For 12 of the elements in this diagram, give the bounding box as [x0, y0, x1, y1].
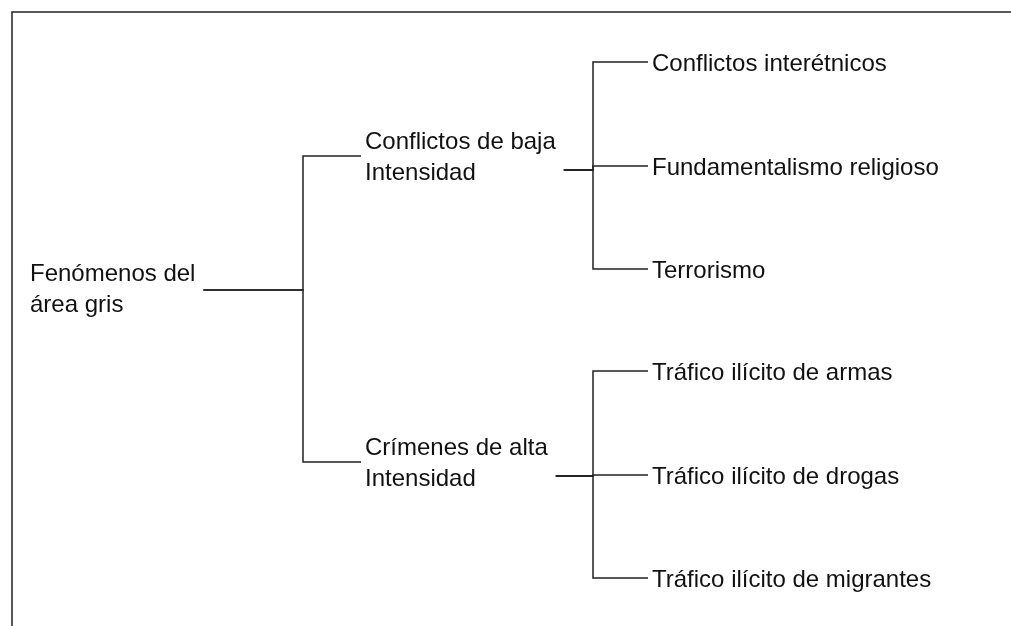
node-label: Tráfico ilícito de drogas — [652, 460, 900, 491]
node-label: Tráfico ilícito de armas — [652, 356, 893, 387]
node-label: Tráfico ilícito de migrantes — [652, 563, 932, 594]
node-label: Conflictos interétnicos — [652, 47, 887, 78]
connector-line — [202, 289, 362, 463]
connector-line — [555, 475, 649, 579]
node-label: Conflictos de baja Intensidad — [365, 126, 557, 187]
node-label: Fundamentalismo religioso — [652, 151, 939, 182]
node-label: Crímenes de alta Intensidad — [365, 432, 549, 493]
node-label: Fenómenos del área gris — [30, 258, 197, 319]
connector-line — [563, 169, 649, 270]
node-label: Terrorismo — [652, 254, 766, 285]
